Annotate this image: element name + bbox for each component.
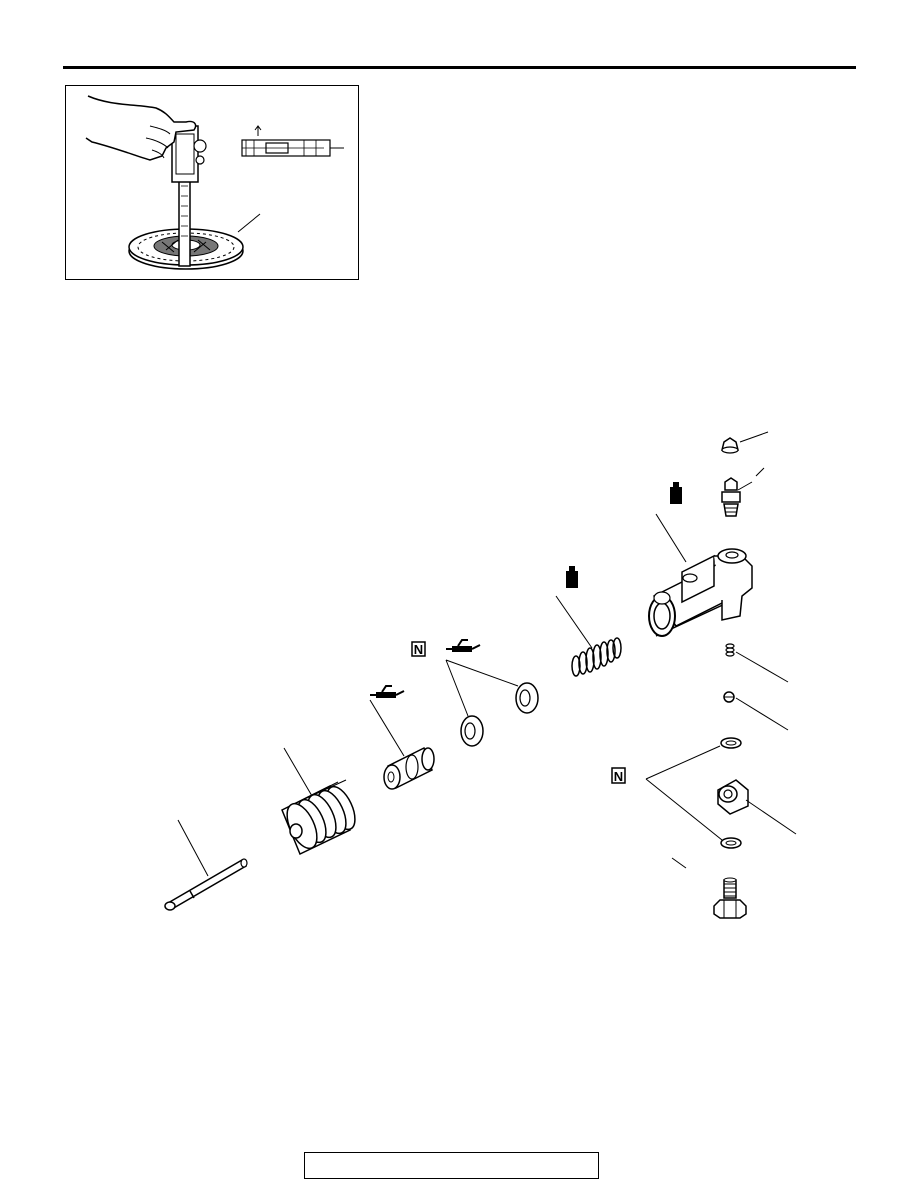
union [717, 779, 797, 835]
cup-leader-lines [445, 659, 519, 717]
boot [281, 747, 356, 856]
grease-gun-icon [445, 639, 481, 653]
valve [723, 691, 789, 731]
grease-gun-icon [369, 685, 405, 699]
brake-fluid-can-icon [670, 482, 682, 504]
cylinder-body [648, 482, 753, 637]
piston-cup-rear [515, 682, 539, 714]
hand [85, 95, 197, 161]
gasket-lower [720, 837, 742, 849]
valve-spring [725, 643, 789, 683]
brake-fluid-can-icon [566, 566, 578, 588]
spring [555, 566, 622, 677]
inset-figure-frame [65, 85, 359, 280]
bleeder [721, 467, 765, 517]
n-mark-lower: N [611, 767, 626, 784]
disc-leader-line [237, 213, 261, 233]
gasket-leader-lines [645, 745, 723, 841]
piston [369, 685, 435, 790]
n-mark-upper: N [411, 641, 426, 657]
header-rule [63, 66, 856, 69]
cap [721, 431, 769, 454]
n-mark-label: N [414, 642, 423, 657]
gasket-upper [720, 737, 742, 749]
piston-cup-front [460, 715, 484, 747]
footer-box [304, 1152, 599, 1179]
n-mark-label: N [614, 769, 623, 784]
caliper-measurement-illustration [85, 95, 344, 270]
union-bolt [671, 857, 747, 919]
rivet-section-detail [241, 125, 344, 157]
push-rod [164, 819, 248, 911]
